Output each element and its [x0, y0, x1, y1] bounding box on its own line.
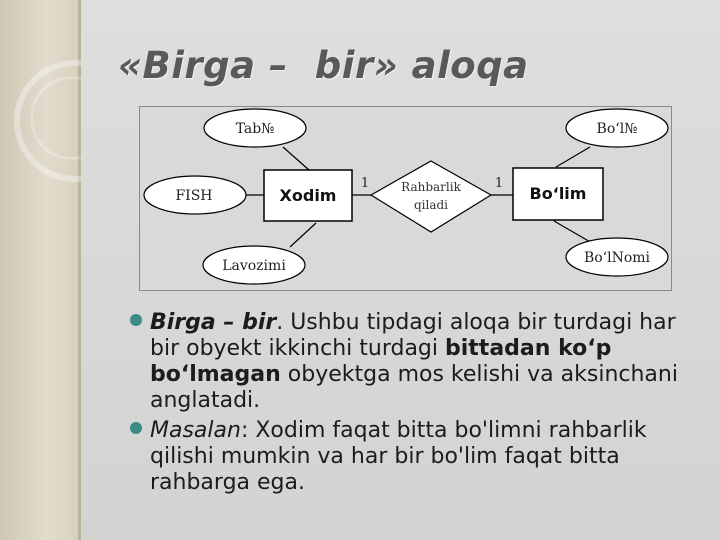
- attribute-fish-label: FISH: [175, 188, 212, 204]
- bullet-text-part: obyektga mos kelishi va aksinchani angla…: [150, 362, 678, 413]
- entity-xodim: Xodim: [263, 169, 353, 222]
- cardinality-left: 1: [361, 176, 369, 191]
- relationship-label-line1: Rahbarlik: [401, 180, 461, 194]
- bullet-list: Birga – bir. Ushbu tipdagi aloqa bir tur…: [128, 310, 698, 500]
- bullet-text-part: . Ushbu tipdagi aloqa bir turdagi har bi…: [150, 310, 676, 361]
- bullet-emphasis: bittadan ko‘p bo‘lmagan: [150, 336, 612, 387]
- relationship-label-line2: qiladi: [414, 198, 448, 212]
- bullet-dot-icon: [130, 314, 142, 326]
- attribute-bolno: Bo‘l№: [565, 108, 669, 148]
- entity-xodim-label: Xodim: [280, 186, 337, 205]
- line-bolno-bolim: [555, 146, 591, 168]
- bullet-lead: Birga – bir: [150, 310, 277, 335]
- relationship-rahbarlik: Rahbarlik qiladi: [369, 160, 493, 233]
- entity-bolim: Bo‘lim: [512, 167, 604, 221]
- bullet-item: Birga – bir. Ushbu tipdagi aloqa bir tur…: [128, 310, 698, 414]
- attribute-tabno-label: Tab№: [236, 121, 275, 137]
- left-decorative-band: [0, 0, 136, 540]
- line-bolnomi-bolim: [553, 220, 593, 244]
- cardinality-right: 1: [495, 176, 503, 191]
- attribute-bolnomi-label: Bo‘lNomi: [584, 250, 651, 266]
- er-diagram-canvas: Tab№ FISH Lavozimi Bo‘l№ Bo‘lNomi Xodim …: [143, 108, 669, 285]
- entity-bolim-label: Bo‘lim: [530, 184, 587, 203]
- line-tabno-xodim: [282, 146, 310, 171]
- bullet-text: Birga – bir. Ushbu tipdagi aloqa bir tur…: [150, 310, 698, 414]
- bullet-text-part: : Xodim faqat bitta bo'limni rahbarlik q…: [150, 418, 647, 495]
- bullet-lead: Masalan: [150, 418, 241, 443]
- attribute-tabno: Tab№: [203, 108, 307, 148]
- attribute-fish: FISH: [143, 175, 247, 215]
- line-lavozimi-xodim: [289, 222, 317, 248]
- er-diagram: Tab№ FISH Lavozimi Bo‘l№ Bo‘lNomi Xodim …: [139, 106, 672, 291]
- bullet-dot-icon: [130, 422, 142, 434]
- bullet-text: Masalan: Xodim faqat bitta bo'limni rahb…: [150, 418, 698, 496]
- attribute-bolnomi: Bo‘lNomi: [565, 237, 669, 277]
- slide-title: «Birga – bir» aloqa: [118, 44, 529, 87]
- attribute-lavozimi: Lavozimi: [202, 245, 306, 285]
- bullet-item: Masalan: Xodim faqat bitta bo'limni rahb…: [128, 418, 698, 496]
- attribute-lavozimi-label: Lavozimi: [222, 258, 286, 274]
- attribute-bolno-label: Bo‘l№: [597, 121, 638, 137]
